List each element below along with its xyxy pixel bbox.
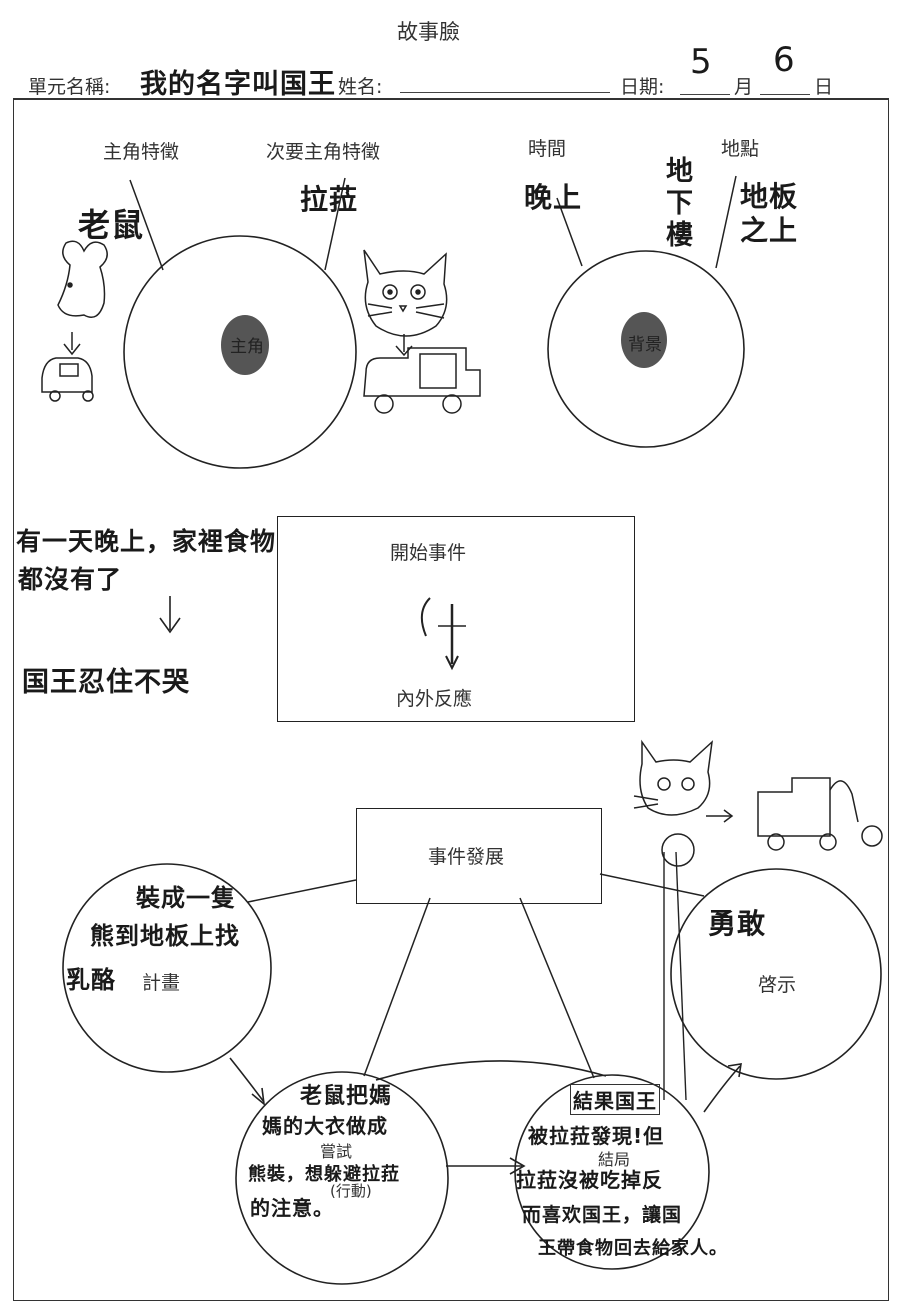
- secondary-trait-line: [324, 177, 346, 271]
- cat-drawing: [363, 249, 481, 414]
- attempt-circle: [62, 863, 272, 1073]
- attempt-text-3: 乳酪: [66, 966, 116, 994]
- date-day-line: [760, 94, 810, 95]
- date-day-label: 日: [814, 76, 834, 98]
- dev-line-mid-right: [519, 897, 595, 1079]
- event-arrow-curve: [420, 597, 431, 637]
- attempt-label: 計畫: [142, 972, 181, 994]
- character-core: [221, 315, 269, 375]
- date-month-label: 月: [734, 76, 754, 98]
- main-trait-value: 老鼠: [78, 206, 145, 244]
- result-text-3: 拉菈沒被吃掉反: [516, 1168, 663, 1192]
- date-month-line: [680, 94, 730, 95]
- place-label: 地點: [721, 138, 760, 160]
- student-name-field: [400, 72, 610, 93]
- dev-line-right: [599, 873, 705, 897]
- action-label-2: (行動): [330, 1182, 372, 1200]
- start-note-line-2: 都沒有了: [18, 565, 123, 594]
- flow-arrow-3-head: [727, 1063, 742, 1078]
- start-event-box: [277, 516, 635, 722]
- event-arrow-head: [445, 655, 459, 671]
- start-event-label: 開始事件: [390, 542, 467, 564]
- result-text-4: 而喜欢国王，讓国: [522, 1204, 683, 1226]
- attempt-text-1: 裝成一隻: [136, 884, 236, 912]
- place-value-2: 地板之上: [740, 180, 799, 247]
- main-trait-line: [129, 179, 164, 271]
- reaction-label: 內外反應: [396, 688, 473, 710]
- lesson-value: 勇敢: [708, 907, 767, 940]
- date-day-value: 6: [773, 40, 796, 80]
- setting-circle: [547, 250, 745, 448]
- action-label-1: 嘗試: [320, 1142, 353, 1161]
- time-line: [556, 197, 583, 267]
- character-center-label: 主角: [230, 337, 264, 357]
- dev-line-mid-left: [363, 897, 431, 1077]
- flow-arrow-2-head: [509, 1157, 526, 1175]
- action-text-2: 媽的大衣做成: [262, 1114, 388, 1138]
- character-circle: [123, 235, 357, 469]
- secondary-trait-label: 次要主角特徵: [266, 141, 381, 163]
- dev-line-left: [247, 879, 357, 903]
- date-label: 日期:: [620, 76, 665, 98]
- place-value-1: 地下樓: [666, 156, 694, 251]
- worksheet-frame: [13, 98, 889, 1301]
- flow-arrow-arc: [375, 1060, 607, 1081]
- action-text-3: 熊裝，想躲避拉菈: [248, 1164, 400, 1185]
- student-name-label: 姓名:: [338, 76, 383, 98]
- unit-name-value: 我的名字叫国王: [140, 69, 336, 100]
- time-value: 晚上: [524, 181, 583, 214]
- setting-center-label: 背景: [628, 335, 662, 355]
- setting-core: [621, 312, 667, 368]
- development-box: [356, 808, 602, 904]
- action-text-1: 老鼠把媽: [300, 1084, 393, 1109]
- reaction-note: 国王忍住不哭: [22, 667, 190, 698]
- start-note-line-1: 有一天晚上，家裡食物: [16, 527, 277, 556]
- action-circle: [235, 1071, 449, 1285]
- development-label: 事件發展: [428, 846, 505, 868]
- result-text-1: 結果国王: [570, 1084, 660, 1115]
- result-text-2: 被拉菈發現!但: [528, 1124, 665, 1148]
- flow-arrow-1-head: [251, 1087, 266, 1106]
- attempt-text-2: 熊到地板上找: [90, 922, 240, 950]
- main-trait-label: 主角特徵: [103, 141, 180, 163]
- flow-arrow-1: [229, 1057, 265, 1103]
- time-label: 時間: [528, 138, 567, 160]
- reaction-arrow-head: [159, 617, 181, 634]
- place-line: [715, 175, 737, 269]
- worksheet-title: 故事臉: [397, 20, 460, 44]
- date-month-value: 5: [690, 42, 713, 82]
- lesson-circle: [670, 868, 882, 1080]
- mouse-drawing: [41, 240, 108, 402]
- lesson-connector-2: [675, 851, 687, 1101]
- cat-truck-drawing: [633, 739, 883, 867]
- unit-name-label: 單元名稱:: [28, 76, 111, 98]
- secondary-trait-value: 拉菈: [300, 183, 359, 216]
- result-text-5: 王帶食物回去給家人。: [538, 1238, 728, 1259]
- lesson-label: 啓示: [758, 974, 797, 996]
- result-label: 結局: [598, 1150, 631, 1169]
- flow-arrow-3: [703, 1065, 741, 1113]
- action-text-4: 的注意。: [250, 1196, 334, 1220]
